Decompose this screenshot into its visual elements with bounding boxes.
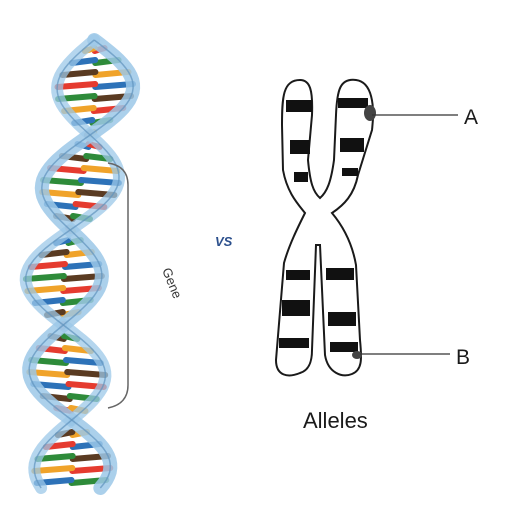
- dna-base-10-1: [80, 165, 121, 174]
- gene-bracket: [107, 162, 129, 409]
- dna-base-18-1: [27, 261, 68, 270]
- dna-strand-edge-1: [24, 39, 120, 489]
- dna-helix-icon: [19, 33, 141, 495]
- chromosome-band-1: [290, 140, 310, 154]
- allele-a-label: A: [464, 106, 478, 129]
- chromosome-band-4: [340, 138, 364, 152]
- chromosome-band-3: [338, 98, 368, 108]
- vs-label: VS: [215, 234, 233, 249]
- chromosome-band-6: [286, 270, 310, 280]
- chromosome-band-9: [326, 268, 354, 280]
- chromosome-band-7: [282, 300, 310, 316]
- allele-b-marker: [352, 351, 362, 359]
- chromosome-band-0: [286, 100, 312, 112]
- gene-label: Gene: [159, 266, 185, 301]
- dna-strand-edge-0: [28, 39, 134, 489]
- chromosome-icon: [274, 78, 376, 377]
- chromosome-band-8: [279, 338, 309, 348]
- chromosome-outline: [274, 78, 375, 377]
- dna-base-35-1: [31, 465, 76, 474]
- dna-base-26-1: [63, 357, 104, 366]
- dna-base-34-1: [34, 453, 76, 462]
- dna-base-3-1: [54, 81, 99, 90]
- dna-base-27-1: [64, 369, 109, 378]
- chromosome-band-5: [342, 168, 358, 176]
- alleles-caption: Alleles: [303, 408, 368, 433]
- chromosome-band-11: [330, 342, 358, 352]
- chromosome-band-10: [328, 312, 356, 326]
- allele-b-label: B: [456, 346, 470, 369]
- dna-base-19-1: [22, 273, 67, 282]
- chromosome-bands: [279, 98, 368, 352]
- allele-a-marker: [364, 105, 376, 121]
- chromosome-band-2: [294, 172, 308, 182]
